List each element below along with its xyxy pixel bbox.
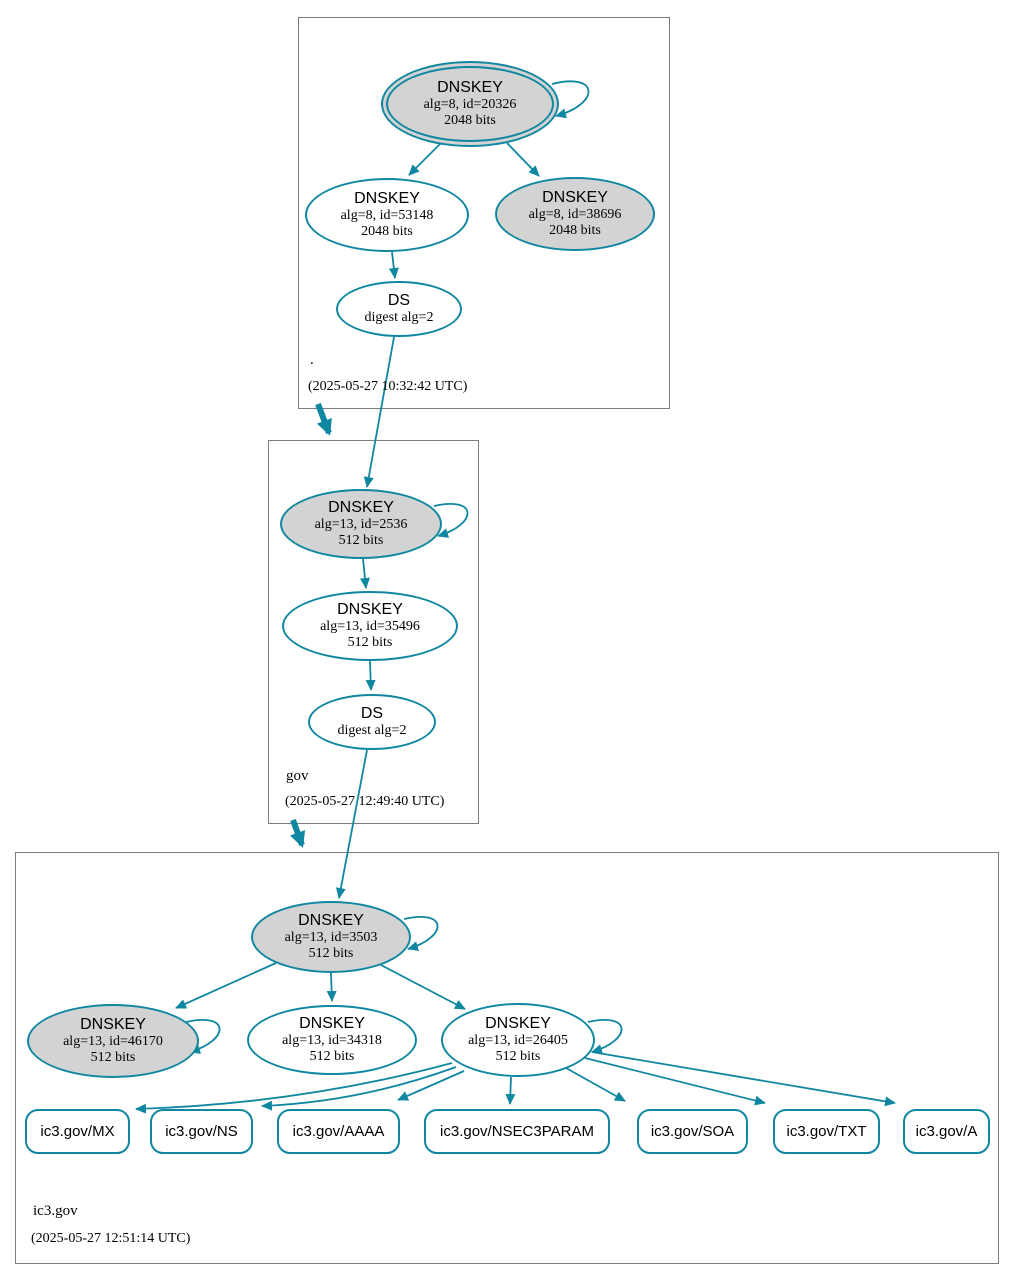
zone-timestamp-root: (2025-05-27 10:32:42 UTC) xyxy=(308,379,468,394)
edge-3503-26405 xyxy=(380,964,466,1010)
node-alg: alg=8, id=20326 xyxy=(423,96,517,112)
ds-node-root[interactable]: DS digest alg=2 xyxy=(336,281,462,337)
node-alg: alg=13, id=26405 xyxy=(468,1032,568,1048)
node-title: DNSKEY xyxy=(328,499,394,517)
rrset-box-aaaa[interactable]: ic3.gov/AAAA xyxy=(277,1109,400,1154)
rrset-box-nsec3param[interactable]: ic3.gov/NSEC3PARAM xyxy=(424,1109,610,1154)
node-title: DS xyxy=(360,705,384,723)
dnskey-node-53148[interactable]: DNSKEY alg=8, id=53148 2048 bits xyxy=(305,178,469,252)
dnskey-node-20326[interactable]: DNSKEY alg=8, id=20326 2048 bits xyxy=(381,61,559,147)
dnskey-node-34318[interactable]: DNSKEY alg=13, id=34318 512 bits xyxy=(247,1005,417,1075)
node-alg: alg=8, id=38696 xyxy=(528,206,622,222)
edge-53148-ds-root xyxy=(388,251,399,279)
rrset-label: ic3.gov/MX xyxy=(40,1123,115,1140)
node-bits: 512 bits xyxy=(338,532,384,548)
zone-timestamp-gov: (2025-05-27 12:49:40 UTC) xyxy=(285,794,445,809)
node-alg: alg=13, id=2536 xyxy=(314,516,408,532)
node-title: DS xyxy=(387,292,411,310)
edge-26405-nsec3param xyxy=(505,1076,516,1105)
node-bits: 2048 bits xyxy=(361,223,413,239)
node-title: DNSKEY xyxy=(337,601,403,619)
rrset-box-mx[interactable]: ic3.gov/MX xyxy=(25,1109,130,1154)
node-alg: digest alg=2 xyxy=(364,309,434,325)
rrset-label: ic3.gov/TXT xyxy=(786,1123,867,1140)
node-title: DNSKEY xyxy=(80,1016,146,1034)
node-alg: digest alg=2 xyxy=(337,722,407,738)
rrset-box-soa[interactable]: ic3.gov/SOA xyxy=(637,1109,748,1154)
rrset-label: ic3.gov/NSEC3PARAM xyxy=(440,1123,594,1140)
node-alg: alg=13, id=34318 xyxy=(282,1032,382,1048)
edge-3503-46170 xyxy=(175,962,277,1009)
edge-selfloop-46170 xyxy=(185,1019,221,1054)
edge-selfloop-2536 xyxy=(433,503,469,538)
edge-20326-38696 xyxy=(506,142,540,177)
zone-box-ic3gov xyxy=(15,852,999,1264)
edge-selfloop-26405 xyxy=(587,1019,623,1054)
node-title: DNSKEY xyxy=(298,912,364,930)
node-alg: alg=13, id=3503 xyxy=(284,929,378,945)
rrset-label: ic3.gov/NS xyxy=(165,1123,238,1140)
edge-selfloop-3503 xyxy=(403,916,439,951)
node-bits: 512 bits xyxy=(309,1048,355,1064)
edge-delegation-gov-ic3gov xyxy=(290,818,306,848)
zone-label-root: . xyxy=(310,352,314,368)
edge-26405-aaaa xyxy=(397,1070,465,1101)
dnskey-node-2536[interactable]: DNSKEY alg=13, id=2536 512 bits xyxy=(280,489,442,559)
edge-26405-soa xyxy=(565,1067,626,1102)
dnskey-node-3503[interactable]: DNSKEY alg=13, id=3503 512 bits xyxy=(251,901,411,973)
node-alg: alg=13, id=46170 xyxy=(63,1033,163,1049)
rrset-box-ns[interactable]: ic3.gov/NS xyxy=(150,1109,253,1154)
edge-2536-35496 xyxy=(359,558,370,589)
edge-26405-a xyxy=(591,1051,896,1107)
node-title: DNSKEY xyxy=(299,1015,365,1033)
node-bits: 2048 bits xyxy=(444,112,496,128)
zone-label-ic3gov: ic3.gov xyxy=(33,1203,78,1219)
edge-ds-root-2536 xyxy=(363,336,395,488)
node-bits: 512 bits xyxy=(347,634,393,650)
rrset-label: ic3.gov/AAAA xyxy=(292,1123,385,1140)
node-alg: alg=8, id=53148 xyxy=(340,207,434,223)
edge-20326-53148 xyxy=(408,143,441,176)
zone-box-root xyxy=(298,17,670,409)
node-title: DNSKEY xyxy=(485,1015,551,1033)
rrset-box-txt[interactable]: ic3.gov/TXT xyxy=(773,1109,880,1154)
node-bits: 512 bits xyxy=(90,1049,136,1065)
node-title: DNSKEY xyxy=(542,189,608,207)
dnskey-node-38696[interactable]: DNSKEY alg=8, id=38696 2048 bits xyxy=(495,177,655,251)
rrset-label: ic3.gov/SOA xyxy=(650,1123,735,1140)
edge-26405-mx xyxy=(135,1062,453,1114)
edge-26405-ns xyxy=(261,1066,457,1111)
rrset-label: ic3.gov/A xyxy=(915,1123,978,1140)
edge-selfloop-20326 xyxy=(551,80,590,119)
rrset-box-a[interactable]: ic3.gov/A xyxy=(903,1109,990,1154)
node-title: DNSKEY xyxy=(354,190,420,208)
dnskey-node-35496[interactable]: DNSKEY alg=13, id=35496 512 bits xyxy=(282,591,458,661)
edge-3503-34318 xyxy=(326,972,337,1002)
node-title: DNSKEY xyxy=(437,79,503,97)
node-alg: alg=13, id=35496 xyxy=(320,618,420,634)
dnskey-node-26405[interactable]: DNSKEY alg=13, id=26405 512 bits xyxy=(441,1003,595,1077)
edge-delegation-root-gov xyxy=(315,402,332,436)
zone-timestamp-ic3gov: (2025-05-27 12:51:14 UTC) xyxy=(31,1231,191,1246)
dnskey-node-46170[interactable]: DNSKEY alg=13, id=46170 512 bits xyxy=(27,1004,199,1078)
node-bits: 2048 bits xyxy=(549,222,601,238)
edge-26405-txt xyxy=(584,1057,766,1106)
zone-box-gov xyxy=(268,440,479,824)
zone-label-gov: gov xyxy=(286,768,309,784)
node-bits: 512 bits xyxy=(308,945,354,961)
ds-node-gov[interactable]: DS digest alg=2 xyxy=(308,694,436,750)
node-bits: 512 bits xyxy=(495,1048,541,1064)
edge-35496-ds-gov xyxy=(365,660,376,691)
edge-ds-gov-3503 xyxy=(335,749,368,899)
